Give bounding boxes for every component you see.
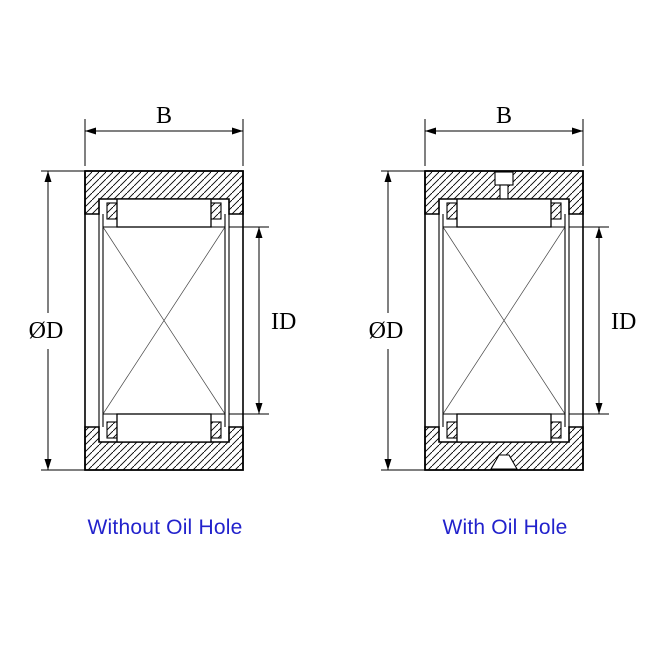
dim-label-od: ØD bbox=[29, 318, 64, 344]
bearing-section-with-oil-hole: B ØD ID bbox=[369, 103, 636, 471]
needle-roller-bottom bbox=[456, 413, 552, 443]
needle-roller-bottom bbox=[116, 413, 212, 443]
outer-shell-border bbox=[424, 170, 584, 471]
bore-phantom-line bbox=[102, 226, 226, 415]
bearing-section-without-oil-hole: B ØD ID bbox=[29, 103, 296, 471]
dim-label-id: ID bbox=[611, 309, 636, 335]
caption-without-oil-hole: Without Oil Hole bbox=[87, 516, 243, 539]
bearing-body bbox=[84, 170, 244, 471]
oil-hole-top bbox=[494, 171, 514, 186]
oil-hole-bottom bbox=[490, 454, 518, 470]
outer-shell-border bbox=[84, 170, 244, 471]
caption-with-oil-hole: With Oil Hole bbox=[442, 516, 568, 539]
dimension-b: B bbox=[424, 103, 584, 166]
oil-hole-top-slot bbox=[499, 184, 509, 200]
bearing-body bbox=[424, 170, 584, 471]
needle-roller-top bbox=[456, 198, 552, 228]
dim-label-id: ID bbox=[271, 309, 296, 335]
dimension-b: B bbox=[84, 103, 244, 166]
dim-label-b: B bbox=[156, 103, 172, 129]
dim-label-b: B bbox=[496, 103, 512, 129]
needle-roller-top bbox=[116, 198, 212, 228]
bore-phantom-line bbox=[442, 226, 566, 415]
dimension-id: ID bbox=[569, 226, 636, 415]
dimension-od: ØD bbox=[29, 170, 85, 471]
dimension-id: ID bbox=[229, 226, 296, 415]
dim-label-od: ØD bbox=[369, 318, 404, 344]
dimension-od: ØD bbox=[369, 170, 425, 471]
